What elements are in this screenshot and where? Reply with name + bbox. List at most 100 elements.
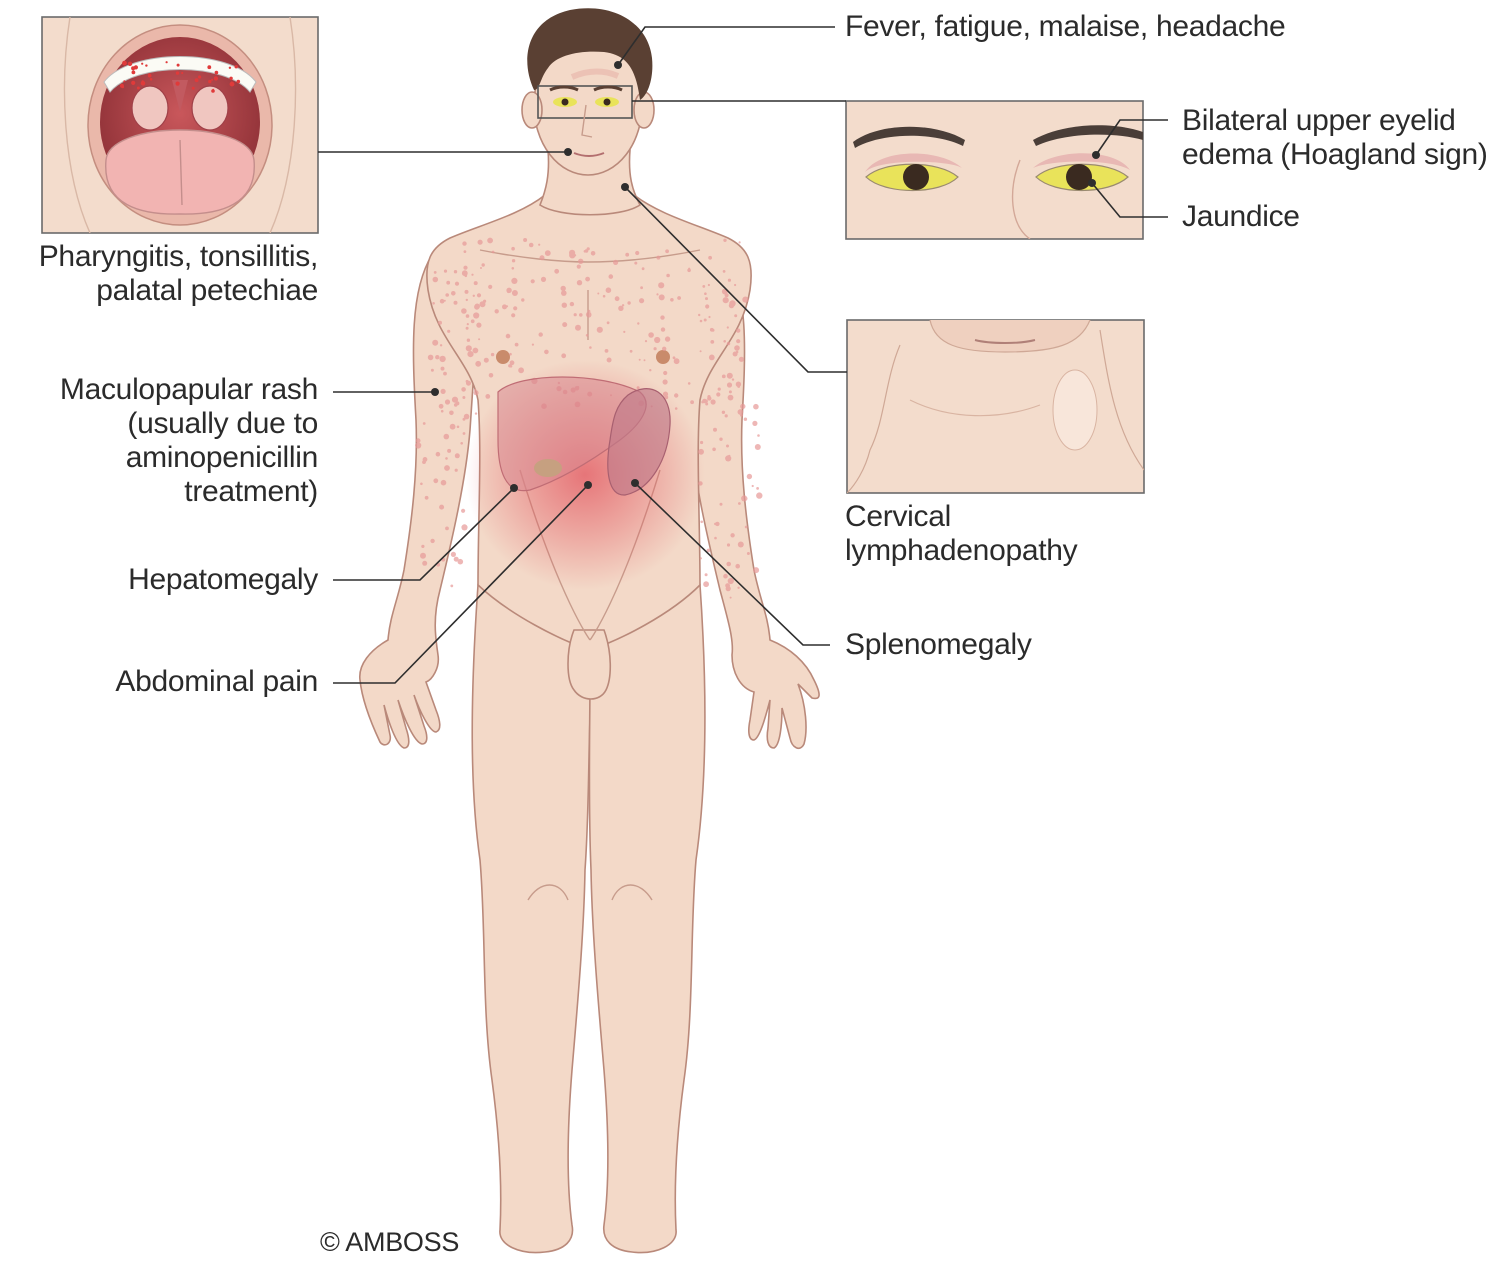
right-ear: [634, 92, 654, 128]
rash-spot: [554, 269, 559, 274]
petechia: [145, 64, 147, 66]
label-eyelid-line2: edema (Hoagland sign): [1182, 138, 1488, 172]
rash-spot: [639, 298, 644, 303]
rash-spot: [635, 251, 639, 255]
inset-eyes: [846, 101, 1143, 239]
rash-spot: [665, 336, 670, 341]
rash-spot: [656, 293, 658, 295]
rash-spot: [423, 422, 426, 425]
rash-spot: [449, 411, 454, 416]
right-nipple: [656, 350, 670, 364]
rash-spot: [538, 244, 540, 246]
rash-spot: [747, 552, 750, 555]
rash-spot: [700, 521, 703, 524]
rash-spot: [423, 457, 428, 462]
rash-spot: [569, 250, 575, 256]
rash-spot: [745, 526, 748, 529]
rash-spot: [736, 339, 740, 343]
rash-spot: [529, 243, 534, 248]
rash-spot: [488, 285, 492, 289]
petechia: [229, 77, 232, 80]
rash-spot: [730, 597, 732, 599]
rash-spot: [729, 390, 732, 393]
rash-spot: [485, 394, 490, 399]
rash-spot: [723, 340, 726, 343]
rash-spot: [431, 369, 434, 372]
rash-spot: [755, 444, 761, 450]
rash-spot: [723, 297, 729, 303]
rash-spot: [737, 587, 739, 589]
rash-spot: [570, 302, 574, 306]
rash-spot: [471, 319, 475, 323]
copyright-notice: © AMBOSS: [320, 1225, 459, 1259]
rash-spot: [732, 378, 734, 380]
rash-spot: [700, 350, 702, 352]
rash-spot: [483, 300, 486, 303]
rash-spot: [603, 295, 606, 298]
petechia: [122, 86, 125, 89]
rash-spot: [450, 585, 453, 588]
petechia: [166, 61, 168, 63]
petechia: [237, 80, 241, 84]
rash-spot: [539, 332, 543, 336]
rash-spot: [544, 350, 549, 355]
rash-spot: [577, 280, 582, 285]
rash-spot: [467, 323, 469, 325]
rash-spot: [444, 270, 447, 273]
rash-spot: [477, 293, 481, 297]
rash-spot: [562, 322, 567, 327]
rash-spot: [660, 315, 664, 319]
rash-spot: [702, 285, 705, 288]
rash-spot: [722, 375, 726, 379]
petechia: [128, 62, 132, 66]
rash-spot: [605, 349, 609, 353]
rash-spot: [756, 492, 762, 498]
rash-spot: [462, 396, 465, 399]
rash-spot: [561, 286, 566, 291]
rash-spot: [606, 287, 612, 293]
rash-spot: [439, 505, 444, 510]
rash-spot: [521, 298, 524, 301]
rash-spot: [607, 358, 612, 363]
rash-spot: [725, 414, 728, 417]
rash-spot: [420, 483, 423, 486]
label-rash-line1: Maculopapular rash: [12, 373, 318, 407]
rash-spot: [710, 340, 714, 344]
rash-spot: [756, 487, 759, 490]
rash-spot: [727, 543, 730, 546]
rash-spot: [630, 350, 633, 353]
rash-spot: [445, 293, 449, 297]
rash-spot: [518, 367, 524, 373]
rash-spot: [753, 567, 759, 573]
rash-spot: [725, 583, 730, 588]
rash-spot: [432, 340, 438, 346]
rash-spot: [455, 282, 459, 286]
petechia: [148, 73, 151, 76]
petechia: [198, 75, 201, 78]
rash-spot: [466, 299, 468, 301]
rash-spot: [462, 270, 468, 276]
rash-spot: [705, 304, 709, 308]
rash-spot: [474, 389, 476, 391]
label-pharyngitis-line1: Pharyngitis, tonsillitis,: [12, 240, 318, 274]
rash-spot: [445, 527, 449, 531]
rash-spot: [708, 316, 710, 318]
rash-spot: [723, 574, 728, 579]
rash-spot: [506, 334, 511, 339]
rash-spot: [475, 412, 477, 414]
rash-spot: [461, 387, 466, 392]
rash-spot: [753, 404, 759, 410]
rash-spot: [507, 290, 511, 294]
rash-spot: [446, 281, 450, 285]
rash-spot: [480, 267, 482, 269]
rash-spot: [586, 334, 589, 337]
rash-spot: [644, 359, 646, 361]
rash-spot: [433, 277, 439, 283]
rash-spot: [589, 346, 592, 349]
rash-spot: [727, 373, 733, 379]
rash-spot: [705, 573, 708, 576]
rash-spot: [511, 247, 515, 251]
rash-spot: [545, 250, 551, 256]
